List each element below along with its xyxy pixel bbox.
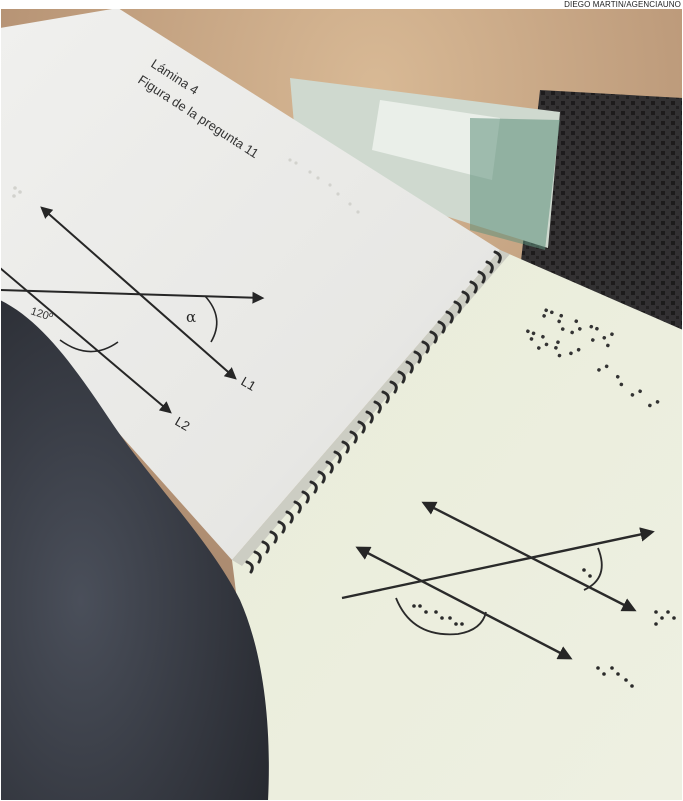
foreground-arm xyxy=(0,300,269,801)
line-label-l1: L1 xyxy=(239,374,259,394)
line-label-l2: L2 xyxy=(173,414,193,434)
spiral-binding xyxy=(245,250,502,574)
geometry-figure-tactile xyxy=(341,501,655,660)
angle-label-alpha: α xyxy=(186,308,196,326)
braille-text xyxy=(526,308,660,408)
photo-credit: DIEGO MARTIN/AGENCIAUNO xyxy=(564,0,681,9)
geometry-figure-print xyxy=(0,206,265,414)
braille-labels-figure xyxy=(412,568,676,688)
